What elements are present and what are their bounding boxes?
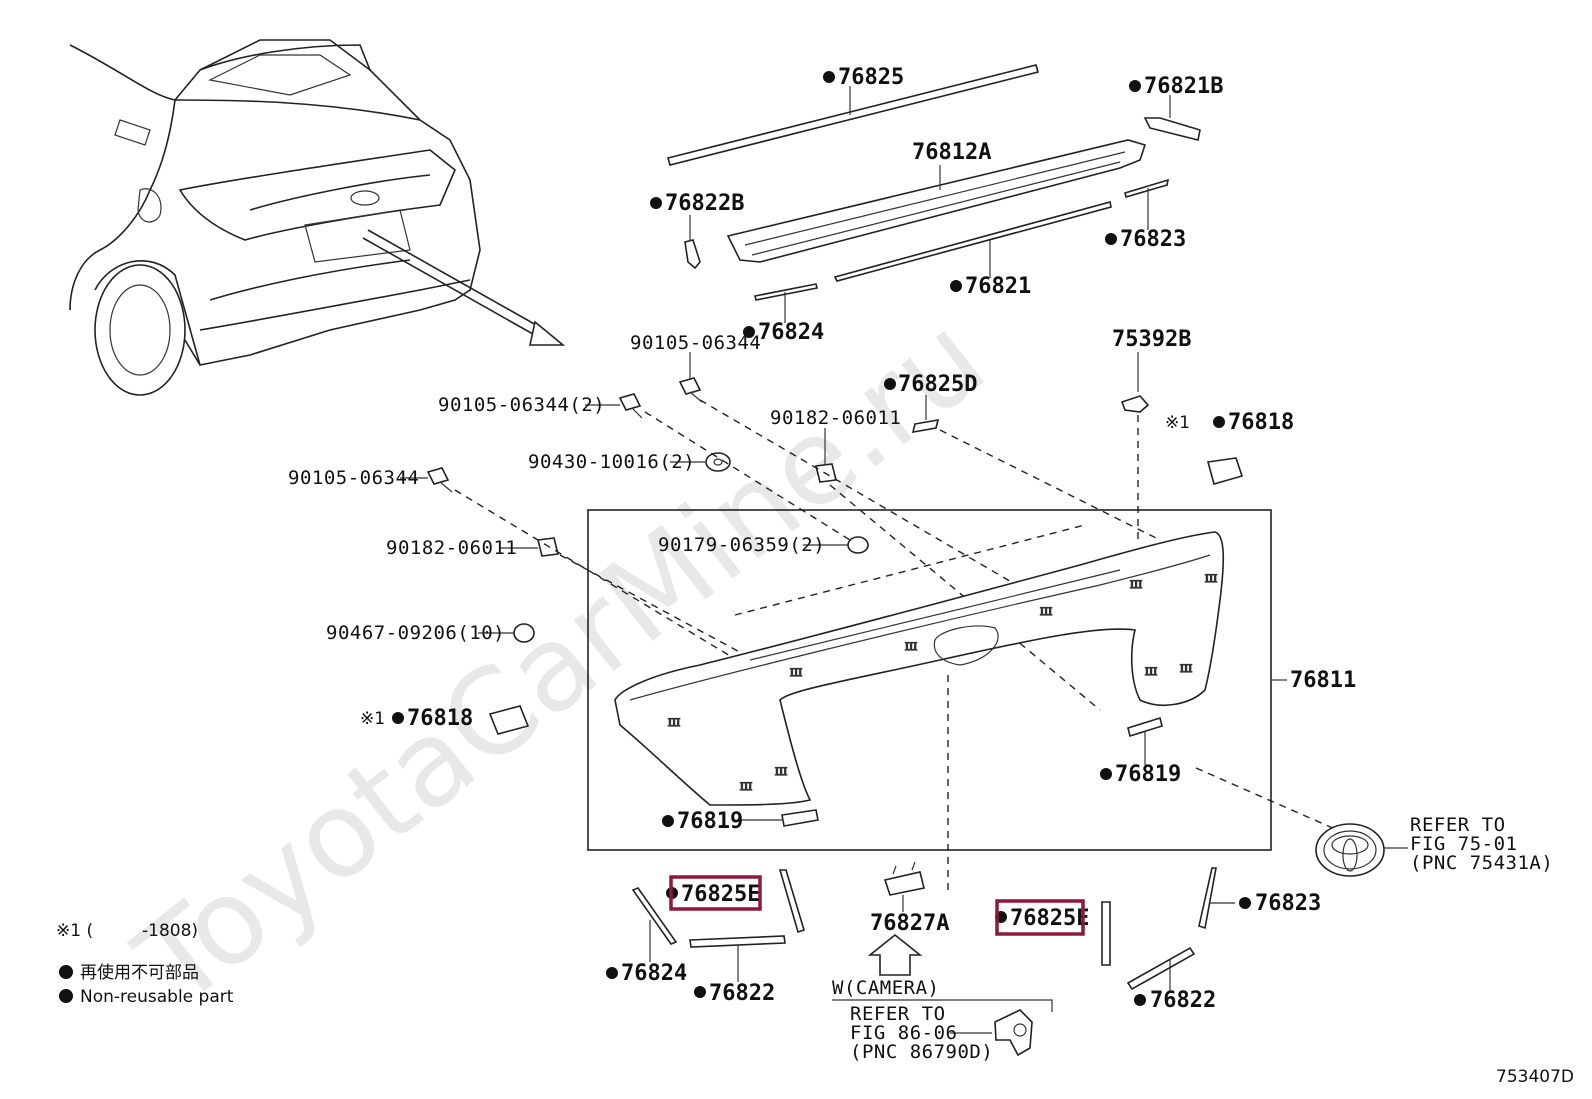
part-76818-left — [488, 705, 530, 735]
part-76827A — [867, 861, 925, 976]
part-76824-top — [754, 283, 818, 323]
svg-text:Ш: Ш — [775, 764, 787, 778]
label-90430-10016: 90430-10016(2) — [528, 451, 695, 473]
camera-ref-line1: REFER TO — [850, 1003, 946, 1025]
svg-text:Ш: Ш — [740, 779, 752, 793]
fastener-90105-06344-b — [400, 467, 453, 493]
fastener-90430-10016 — [670, 452, 731, 472]
label-76823-top: 76823 — [1120, 227, 1186, 252]
label-76818-top: 76818 — [1228, 410, 1294, 435]
legend-japanese: 再使用不可部品 — [80, 962, 199, 983]
label-76825E-right: 76825E — [1010, 906, 1089, 931]
label-76825-top: 76825 — [838, 65, 904, 90]
part-76823-bottom — [1198, 867, 1235, 930]
part-76811-garnish: Ш Ш Ш Ш Ш Ш Ш Ш Ш Ш — [614, 531, 1225, 806]
part-76825E-right-strip — [1101, 901, 1111, 966]
label-76818-left: 76818 — [407, 706, 473, 731]
svg-text:Ш: Ш — [1130, 577, 1142, 591]
part-76822-left — [689, 935, 786, 982]
label-90105-06344-2: 90105-06344(2) — [438, 394, 605, 416]
label-90182-06011-b: 90182-06011 — [386, 537, 517, 559]
fastener-90179-06359 — [803, 536, 869, 554]
part-76825D — [911, 395, 940, 433]
part-76818-top — [1206, 457, 1244, 485]
diagram-id: 753407D — [1496, 1067, 1574, 1087]
label-76827A: 76827A — [870, 911, 949, 936]
part-76825E-left-strip — [778, 869, 805, 934]
non-reusable-markers — [59, 71, 1251, 1006]
label-90182-06011-a: 90182-06011 — [770, 407, 901, 429]
label-76822-left: 76822 — [709, 981, 775, 1006]
fastener-90182-06011-b — [500, 537, 559, 557]
svg-text:Ш: Ш — [905, 639, 917, 653]
highlight-76825E-right — [995, 899, 1085, 936]
fastener-90105-06344-a — [678, 352, 703, 403]
part-76821 — [833, 201, 1112, 282]
svg-text:Ш: Ш — [1180, 661, 1192, 675]
camera-condition: W(CAMERA) — [832, 977, 939, 999]
label-76812A: 76812A — [912, 140, 991, 165]
label-76822B: 76822B — [665, 191, 744, 216]
part-76819-right — [1127, 716, 1163, 765]
star-mark-76818-left: ※1 — [360, 709, 385, 729]
camera-reference-group — [832, 999, 1053, 1057]
part-75392B — [1120, 352, 1150, 413]
label-76825D: 76825D — [898, 372, 977, 397]
label-76819-left: 76819 — [677, 809, 743, 834]
camera-ref-line2: FIG 86-06 — [850, 1022, 957, 1044]
label-75392B: 75392B — [1112, 327, 1191, 352]
label-90105-06344-b: 90105-06344 — [288, 467, 419, 489]
star-mark-76818-top: ※1 — [1165, 413, 1190, 433]
svg-text:Ш: Ш — [1040, 604, 1052, 618]
svg-text:Ш: Ш — [1205, 571, 1217, 585]
label-90105-06344-a: 90105-06344 — [630, 332, 761, 354]
emblem — [1315, 823, 1408, 877]
part-76822-right — [1126, 946, 1196, 991]
label-76823-bottom: 76823 — [1255, 891, 1321, 916]
label-76819-right: 76819 — [1115, 762, 1181, 787]
emblem-ref-line1: REFER TO — [1410, 814, 1506, 836]
vehicle-rear-view — [69, 39, 566, 396]
label-76821B: 76821B — [1144, 74, 1223, 99]
part-76821B — [1143, 95, 1201, 141]
svg-text:Ш: Ш — [668, 715, 680, 729]
label-90467-09206: 90467-09206(10) — [326, 622, 505, 644]
label-76825E-left: 76825E — [681, 882, 760, 907]
footnote-mark: ※1 ( — [56, 921, 93, 941]
label-76824-top: 76824 — [758, 320, 824, 345]
part-76822B — [684, 215, 701, 270]
label-76821: 76821 — [965, 274, 1031, 299]
label-76824-bottom: 76824 — [621, 961, 687, 986]
legend-english: Non-reusable part — [80, 987, 234, 1007]
part-76819-left — [740, 809, 819, 827]
highlight-76825E-left — [669, 875, 762, 911]
part-76824-bottom — [631, 887, 678, 962]
label-76822-right: 76822 — [1150, 988, 1216, 1013]
emblem-ref-line3: (PNC 75431A) — [1410, 852, 1553, 874]
svg-text:Ш: Ш — [1145, 664, 1157, 678]
part-76825-top — [667, 64, 1039, 166]
camera-ref-line3: (PNC 86790D) — [850, 1041, 993, 1063]
label-76811: 76811 — [1290, 668, 1356, 693]
footnote-range: -1808) — [142, 921, 198, 941]
fastener-90105-06344-2 — [585, 393, 643, 419]
part-76812A — [726, 139, 1147, 263]
part-76823-top — [1124, 178, 1170, 230]
label-90179-06359: 90179-06359(2) — [658, 534, 825, 556]
svg-text:Ш: Ш — [790, 665, 802, 679]
fastener-90467-09206 — [478, 623, 535, 643]
emblem-ref-line2: FIG 75-01 — [1410, 833, 1517, 855]
